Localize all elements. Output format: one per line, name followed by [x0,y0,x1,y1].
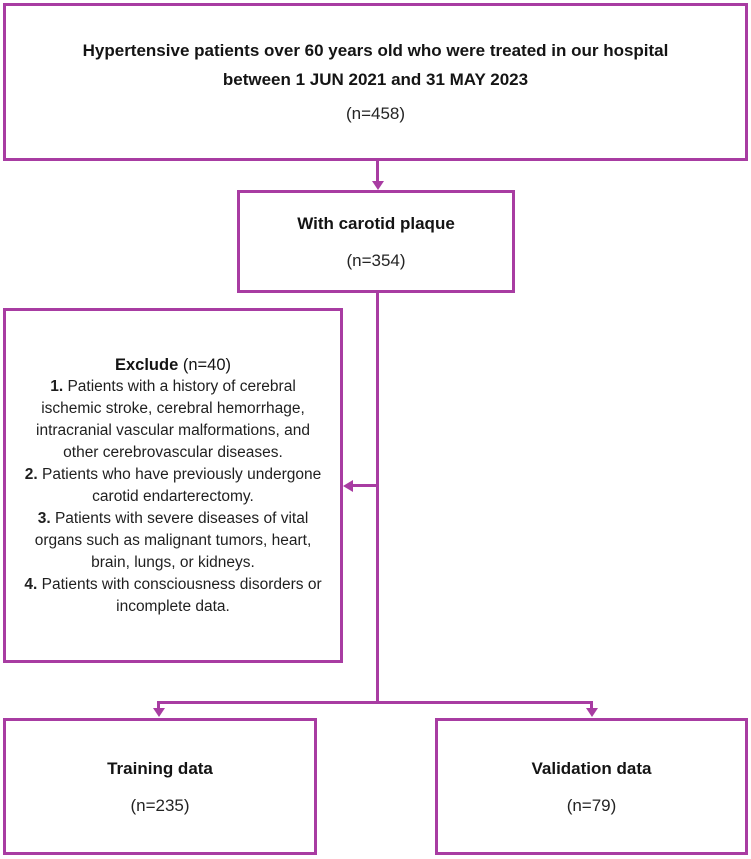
box-validation-data: Validation data (n=79) [435,718,748,855]
exclusion-item-number: 1. [50,377,64,395]
carotid-plaque-count: (n=354) [346,250,406,270]
exclusion-item-text: Patients with severe diseases of vital o… [34,509,312,571]
carotid-plaque-heading: With carotid plaque [297,213,455,233]
exclusion-item: 2. Patients who have previously undergon… [18,464,328,508]
arrow-down-icon [585,708,598,717]
eligible-patients-heading-line1: Hypertensive patients over 60 years old … [82,41,669,60]
exclusion-item-number: 4. [24,575,38,593]
eligible-patients-heading-line2: between 1 JUN 2021 and 31 MAY 2023 [222,70,529,89]
validation-data-count: (n=79) [566,795,617,815]
validation-data-heading: Validation data [531,758,652,778]
arrow-left-icon [343,479,353,492]
connector-carotid-to-split-line [376,293,379,704]
exclusions-heading: Exclude (n=40) [115,354,231,376]
box-training-data: Training data (n=235) [3,718,317,855]
box-eligible-patients: Hypertensive patients over 60 years old … [3,3,748,161]
exclusion-item-number: 2. [24,465,38,483]
connector-branch-left-line [157,701,160,709]
exclusion-item-text: Patients with a history of cerebral isch… [36,377,310,461]
exclusion-item: 3. Patients with severe diseases of vita… [18,508,328,574]
connector-branch-right-line [590,701,593,709]
connector-to-exclude-line [352,484,377,487]
connector-top-to-carotid-line [376,161,379,182]
eligible-patients-count: (n=458) [345,104,406,123]
exclusion-item-text: Patients who have previously undergone c… [42,465,322,505]
exclusion-item: 4. Patients with consciousness disorders… [18,574,328,618]
exclusion-item-number: 3. [37,509,51,527]
training-data-count: (n=235) [130,795,190,815]
box-exclusions: Exclude (n=40) 1. Patients with a histor… [3,308,343,663]
exclusions-count: (n=40) [182,355,232,374]
arrow-down-icon [371,181,384,190]
exclusion-item-text: Patients with consciousness disorders or… [41,575,322,615]
exclusion-item: 1. Patients with a history of cerebral i… [18,376,328,464]
box-carotid-plaque: With carotid plaque (n=354) [237,190,515,293]
arrow-down-icon [152,708,165,717]
exclusions-heading-label: Exclude [114,355,179,374]
connector-split-branch-line [157,701,593,704]
training-data-heading: Training data [107,758,213,778]
